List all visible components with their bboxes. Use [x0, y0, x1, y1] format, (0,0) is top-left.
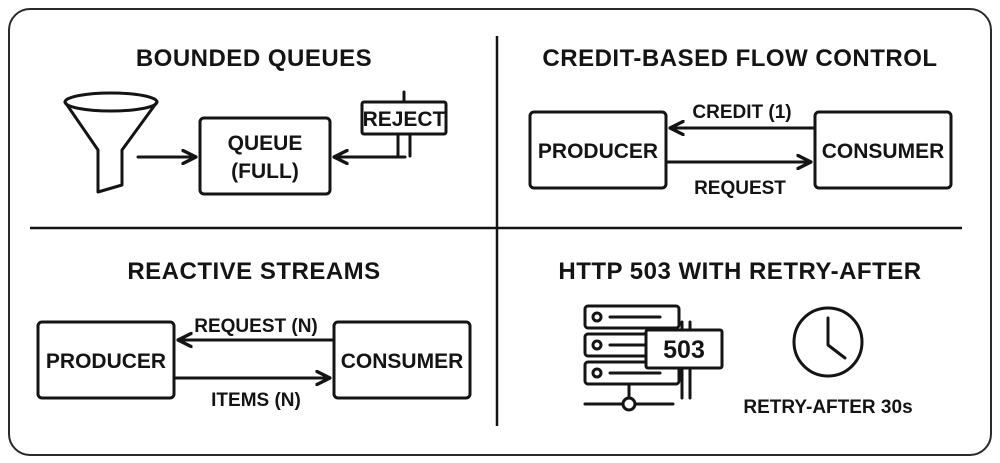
queue-label: QUEUE [228, 132, 303, 155]
producer-box [528, 110, 668, 190]
consumer-label: CONSUMER [341, 350, 464, 373]
producer-label: PRODUCER [46, 350, 166, 373]
queue-state-label: (FULL) [231, 160, 299, 183]
consumer-box [813, 110, 953, 190]
reject-label: REJECT [363, 108, 446, 131]
consumer-label: CONSUMER [822, 140, 945, 163]
request-label: REQUEST (N) [194, 316, 318, 337]
credit-label: CREDIT (1) [692, 102, 791, 123]
status-code-label: 503 [663, 336, 705, 364]
panel-title: REACTIVE STREAMS [127, 258, 380, 285]
panel-reactive-streams: REACTIVE STREAMS PRODUCER CONSUMER REQUE… [36, 258, 472, 411]
consumer-box [332, 320, 472, 400]
panel-credit-flow: CREDIT-BASED FLOW CONTROL PRODUCER CONSU… [528, 45, 953, 199]
status-sign [644, 320, 724, 400]
signpost-icon [360, 90, 448, 158]
panel-title: BOUNDED QUEUES [136, 45, 372, 72]
panel-title: CREDIT-BASED FLOW CONTROL [542, 45, 937, 72]
request-label: REQUEST [694, 178, 786, 199]
panel-bounded-queues: BOUNDED QUEUES QUEUE (FULL) REJECT [63, 45, 448, 196]
clock-icon [792, 306, 864, 378]
items-label: ITEMS (N) [211, 390, 301, 411]
retry-after-label: RETRY-AFTER 30s [743, 397, 912, 418]
panel-http-503: HTTP 503 WITH RETRY-AFTER 503 [558, 258, 921, 418]
producer-box [36, 320, 176, 400]
funnel-icon [63, 91, 159, 194]
producer-label: PRODUCER [538, 140, 658, 163]
queue-box [198, 116, 332, 196]
panel-title: HTTP 503 WITH RETRY-AFTER [558, 258, 921, 285]
